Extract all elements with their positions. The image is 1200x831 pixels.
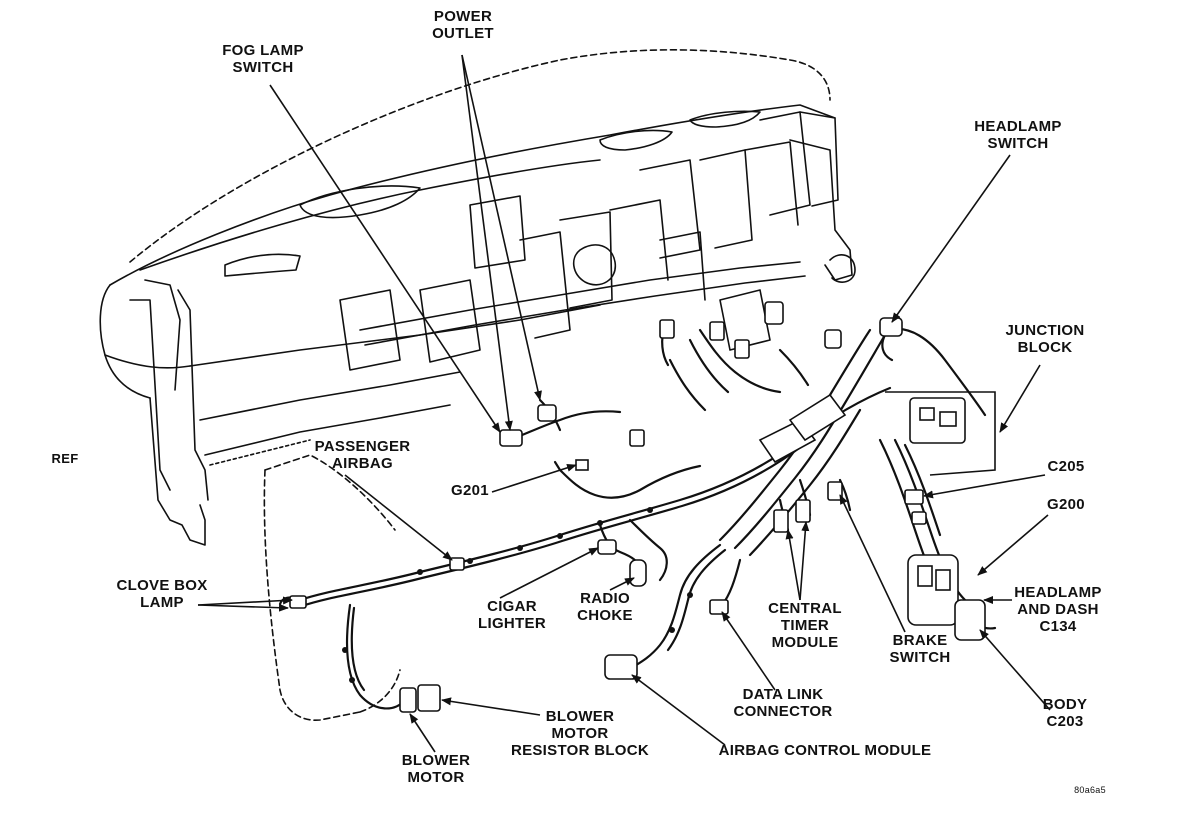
brake-switch-connector xyxy=(827,481,843,501)
leader-radio-choke xyxy=(609,577,635,591)
headlamp-switch-connector xyxy=(879,317,903,337)
g201-ground xyxy=(575,459,589,471)
blower-motor-resistor-block xyxy=(417,684,441,712)
junction-block-boundary xyxy=(885,391,996,476)
leader-passenger-airbag xyxy=(344,474,453,561)
label-c205: C205 xyxy=(1047,458,1085,475)
leader-glove-box-lamp-a xyxy=(197,596,293,606)
leader-data-link-connector xyxy=(721,611,776,691)
blower-motor-connector xyxy=(399,687,417,713)
data-link-connector-part xyxy=(709,599,729,615)
orientation-mark: REF xyxy=(51,451,79,466)
leader-airbag-control-module xyxy=(631,674,726,746)
leader-g201 xyxy=(491,463,577,493)
c205-connector xyxy=(904,489,924,505)
g200-ground xyxy=(911,511,927,525)
leader-glove-box-lamp-b xyxy=(197,603,289,612)
central-timer-module-connector-a xyxy=(773,509,789,533)
leader-junction-block xyxy=(999,364,1041,433)
passenger-airbag-connector xyxy=(449,557,465,571)
leader-c205 xyxy=(923,474,1046,499)
label-g200: G200 xyxy=(1047,496,1085,513)
leader-central-timer-a xyxy=(785,529,801,601)
leader-power-outlet-b xyxy=(461,54,513,431)
leader-body-c203 xyxy=(979,629,1051,711)
leader-blower-motor xyxy=(409,713,436,753)
leader-power-outlet-a xyxy=(461,54,542,401)
central-timer-module-connector-b xyxy=(795,499,811,523)
connector-components xyxy=(289,301,986,713)
leader-lines xyxy=(197,54,1051,753)
label-airbag-control-module: AIRBAG CONTROL MODULE xyxy=(718,742,932,759)
body-c203-connector xyxy=(954,599,986,641)
figure-code: 80a6a5 xyxy=(1074,785,1106,795)
radio-choke-component xyxy=(629,559,647,587)
leader-headlamp-switch xyxy=(891,154,1011,323)
leader-central-timer-b xyxy=(799,521,810,601)
airbag-control-module-connector xyxy=(604,654,638,680)
leader-fog-lamp-switch xyxy=(269,84,501,433)
leader-brake-switch xyxy=(839,494,906,633)
glove-box-lamp-connector xyxy=(289,595,307,609)
instrument-panel-outline xyxy=(99,49,856,721)
label-g201: G201 xyxy=(451,482,489,499)
fog-lamp-switch-connector xyxy=(499,429,523,447)
power-outlet-connector xyxy=(537,404,557,422)
leader-g200 xyxy=(977,514,1049,576)
leader-blower-resistor xyxy=(441,697,541,716)
cigar-lighter-connector xyxy=(597,539,617,555)
leader-cigar-lighter xyxy=(499,547,599,599)
